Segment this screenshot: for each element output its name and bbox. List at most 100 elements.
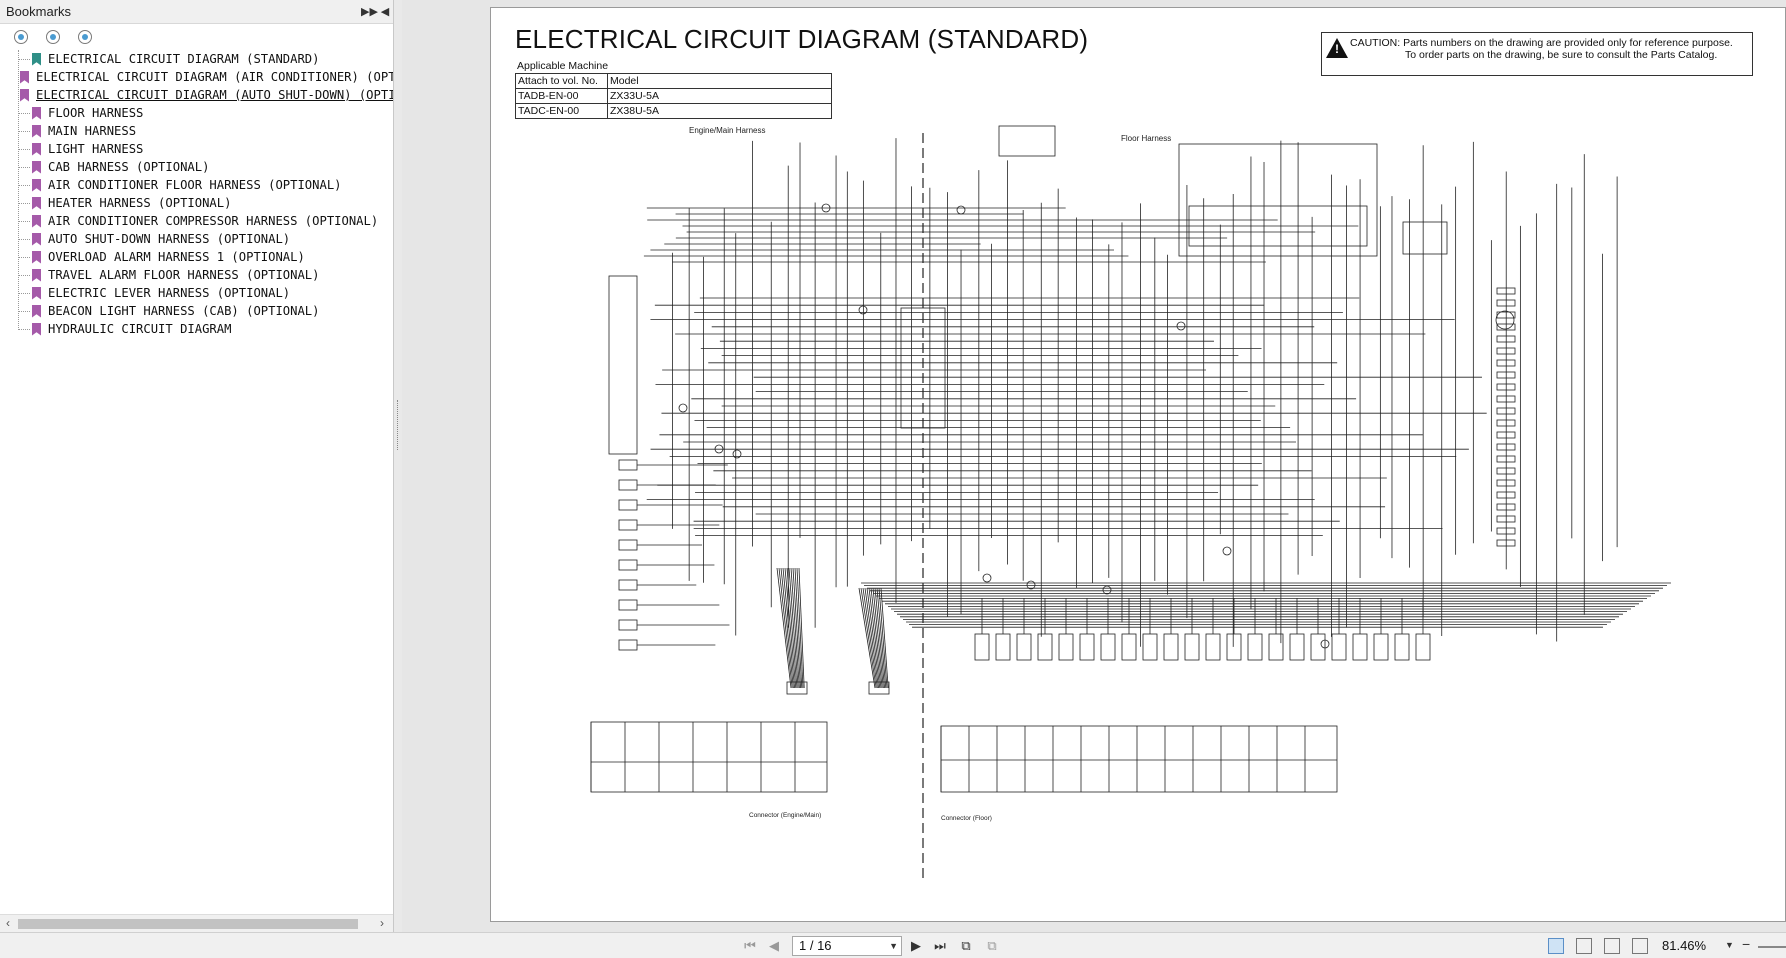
wire — [866, 587, 881, 689]
bookmark-icon — [32, 178, 41, 192]
bookmark-item[interactable]: ELECTRIC LEVER HARNESS (OPTIONAL) — [14, 284, 393, 302]
right-connector — [1496, 323, 1516, 331]
bookmark-list: ELECTRICAL CIRCUIT DIAGRAM (STANDARD) EL… — [0, 50, 393, 338]
find-bookmark-icon[interactable] — [78, 30, 92, 44]
previous-page-icon[interactable]: ◀ — [769, 938, 779, 953]
bookmarks-panel: Bookmarks ▶▶ ◀ ELECTRICAL CIRCUIT DIAGRA… — [0, 0, 394, 932]
right-connector — [1496, 515, 1516, 523]
bookmark-icon — [32, 160, 41, 174]
bookmark-item[interactable]: AIR CONDITIONER COMPRESSOR HARNESS (OPTI… — [14, 212, 393, 230]
right-connector — [1496, 347, 1516, 355]
bookmark-item[interactable]: MAIN HARNESS — [14, 122, 393, 140]
bookmark-item[interactable]: FLOOR HARNESS — [14, 104, 393, 122]
table-header-row: Attach to vol. No. Model — [515, 73, 832, 89]
page-dropdown-icon[interactable]: ▼ — [889, 941, 898, 951]
bookmark-icon — [32, 250, 41, 264]
floor-connector — [1268, 633, 1284, 661]
zoom-dropdown-icon[interactable]: ▼ — [1725, 940, 1734, 950]
expand-bookmark-icon[interactable] — [46, 30, 60, 44]
bookmark-item[interactable]: HYDRAULIC CIRCUIT DIAGRAM — [14, 320, 393, 338]
next-view-icon[interactable]: ⧉ — [987, 938, 997, 953]
right-connector — [1496, 299, 1516, 307]
wire — [872, 587, 884, 689]
two-page-continuous-icon[interactable] — [1632, 938, 1648, 954]
right-connector — [1496, 443, 1516, 451]
zoom-level[interactable]: 81.46% — [1662, 938, 1707, 953]
bookmarks-title: Bookmarks — [6, 4, 72, 19]
caution-line-1: CAUTION: Parts numbers on the drawing ar… — [1350, 37, 1733, 49]
bookmark-item[interactable]: ELECTRICAL CIRCUIT DIAGRAM (AUTO SHUT-DO… — [14, 86, 393, 104]
wire — [864, 587, 879, 689]
panel-splitter[interactable] — [394, 0, 402, 932]
scroll-left-icon[interactable]: ‹ — [6, 916, 10, 930]
floor-connector — [1016, 633, 1032, 661]
right-connector — [1496, 335, 1516, 343]
bookmark-item[interactable]: ELECTRICAL CIRCUIT DIAGRAM (AIR CONDITIO… — [14, 68, 393, 86]
page-number-input[interactable]: 1 / 16 ▼ — [792, 936, 902, 956]
document-viewer[interactable]: ELECTRICAL CIRCUIT DIAGRAM (STANDARD) CA… — [402, 0, 1786, 932]
ground-terminal — [868, 681, 890, 695]
right-connector — [1496, 491, 1516, 499]
floor-connector — [995, 633, 1011, 661]
floor-connector — [1184, 633, 1200, 661]
wire — [868, 587, 882, 689]
wire — [870, 587, 883, 689]
floor-connector — [1079, 633, 1095, 661]
floor-connector — [1289, 633, 1305, 661]
floor-connector — [1310, 633, 1326, 661]
reference-circle — [714, 444, 724, 454]
two-page-view-icon[interactable] — [1604, 938, 1620, 954]
wire — [790, 567, 800, 689]
bookmarks-header: Bookmarks ▶▶ ◀ — [0, 0, 393, 24]
sensor-component — [618, 639, 638, 651]
ecu-connector-block — [608, 275, 638, 455]
floor-connector — [1415, 633, 1431, 661]
wire — [784, 567, 797, 689]
continuous-view-icon[interactable] — [1576, 938, 1592, 954]
bookmark-item[interactable]: BEACON LIGHT HARNESS (CAB) (OPTIONAL) — [14, 302, 393, 320]
bookmark-item[interactable]: TRAVEL ALARM FLOOR HARNESS (OPTIONAL) — [14, 266, 393, 284]
bookmark-item[interactable]: AIR CONDITIONER FLOOR HARNESS (OPTIONAL) — [14, 176, 393, 194]
wire — [782, 567, 795, 689]
floor-connector — [974, 633, 990, 661]
page-title: ELECTRICAL CIRCUIT DIAGRAM (STANDARD) — [515, 24, 1089, 54]
horizontal-scrollbar[interactable]: ‹ › — [0, 914, 393, 932]
reference-circle — [732, 449, 742, 459]
bottom-toolbar: ⏮ ◀ 1 / 16 ▼ ▶ ⏭ ⧉ ⧉ 81.46% ▼ − — [0, 932, 1786, 958]
right-connector — [1496, 539, 1516, 547]
bookmark-item[interactable]: ELECTRICAL CIRCUIT DIAGRAM (STANDARD) — [14, 50, 393, 68]
first-page-icon[interactable]: ⏮ — [744, 938, 756, 953]
bookmark-icon — [32, 52, 41, 66]
floor-connector — [1037, 633, 1053, 661]
scrollbar-thumb[interactable] — [18, 919, 358, 929]
zoom-slider[interactable] — [1758, 946, 1786, 948]
sensor-component — [618, 579, 638, 591]
bookmark-item[interactable]: OVERLOAD ALARM HARNESS 1 (OPTIONAL) — [14, 248, 393, 266]
bookmark-item[interactable]: LIGHT HARNESS — [14, 140, 393, 158]
bookmark-item[interactable]: AUTO SHUT-DOWN HARNESS (OPTIONAL) — [14, 230, 393, 248]
previous-view-icon[interactable]: ⧉ — [961, 938, 971, 953]
right-connector — [1496, 431, 1516, 439]
last-page-icon[interactable]: ⏭ — [934, 938, 946, 953]
wire — [874, 587, 885, 689]
wire — [786, 567, 798, 689]
zoom-out-icon[interactable]: − — [1742, 936, 1751, 952]
single-page-view-icon[interactable] — [1548, 938, 1564, 954]
floor-connector — [1352, 633, 1368, 661]
floor-connector — [1121, 633, 1137, 661]
floor-connector — [1142, 633, 1158, 661]
next-page-icon[interactable]: ▶ — [911, 938, 921, 953]
right-connector — [1496, 407, 1516, 415]
right-connector — [1496, 359, 1516, 367]
bookmark-item[interactable]: CAB HARNESS (OPTIONAL) — [14, 158, 393, 176]
expand-panel-icon[interactable]: ▶▶ — [361, 6, 378, 18]
bookmark-options-icon[interactable] — [14, 30, 28, 44]
diagram-components — [590, 125, 1516, 793]
right-connector — [1496, 371, 1516, 379]
reference-circle — [956, 205, 966, 215]
collapse-panel-icon[interactable]: ◀ — [380, 6, 390, 18]
wire — [796, 567, 804, 689]
bookmark-item[interactable]: HEATER HARNESS (OPTIONAL) — [14, 194, 393, 212]
floor-connector — [1394, 633, 1410, 661]
scroll-right-icon[interactable]: › — [380, 916, 384, 930]
